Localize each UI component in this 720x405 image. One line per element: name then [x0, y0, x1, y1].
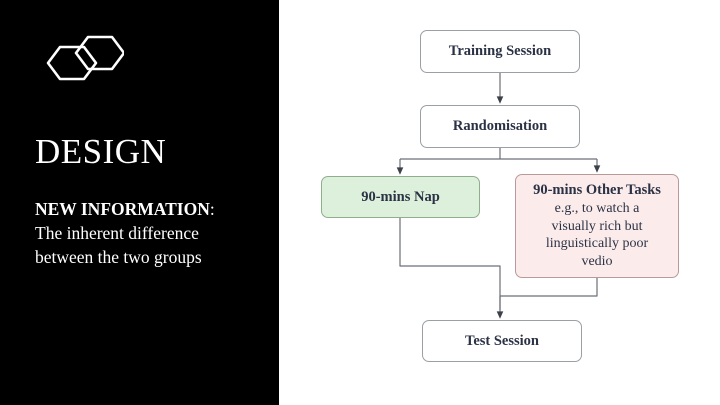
subtitle-block: NEW INFORMATION: The inherent difference… [35, 197, 270, 269]
flow-node-training-session-label: Training Session [448, 43, 552, 59]
flow-node-randomisation[interactable]: Randomisation [420, 105, 580, 148]
flow-node-training-session[interactable]: Training Session [420, 30, 580, 73]
subtitle-lead-colon: : [209, 199, 215, 219]
subtitle-line-2: between the two groups [35, 247, 202, 267]
flow-node-other-tasks-detail-2: visually rich but [551, 218, 643, 234]
flow-node-other-tasks-label: 90-mins Other Tasks [533, 182, 661, 198]
flow-node-other-tasks-detail-4: vedio [581, 253, 613, 269]
flow-node-other-tasks-detail-1: e.g., to watch a [554, 201, 640, 216]
page-title: DESIGN [35, 132, 167, 171]
subtitle-lead: NEW INFORMATION [35, 199, 210, 219]
flow-node-other-tasks[interactable]: 90-mins Other Tasks e.g., to watch a vis… [515, 174, 679, 278]
subtitle-lead-line: NEW INFORMATION: [35, 197, 270, 221]
flow-node-test-session-label: Test Session [464, 332, 539, 349]
flow-node-nap[interactable]: 90-mins Nap [321, 176, 480, 218]
flow-node-nap-label: 90-mins Nap [361, 188, 440, 205]
left-title-panel: DESIGN NEW INFORMATION: The inherent dif… [0, 0, 279, 405]
two-hexagons-logo-icon [40, 31, 126, 95]
flow-node-test-session[interactable]: Test Session [422, 320, 582, 362]
flow-node-randomisation-label: Randomisation [452, 118, 548, 134]
subtitle-line-1: The inherent difference [35, 223, 199, 243]
flow-node-other-tasks-detail-3: linguistically poor [545, 236, 649, 251]
